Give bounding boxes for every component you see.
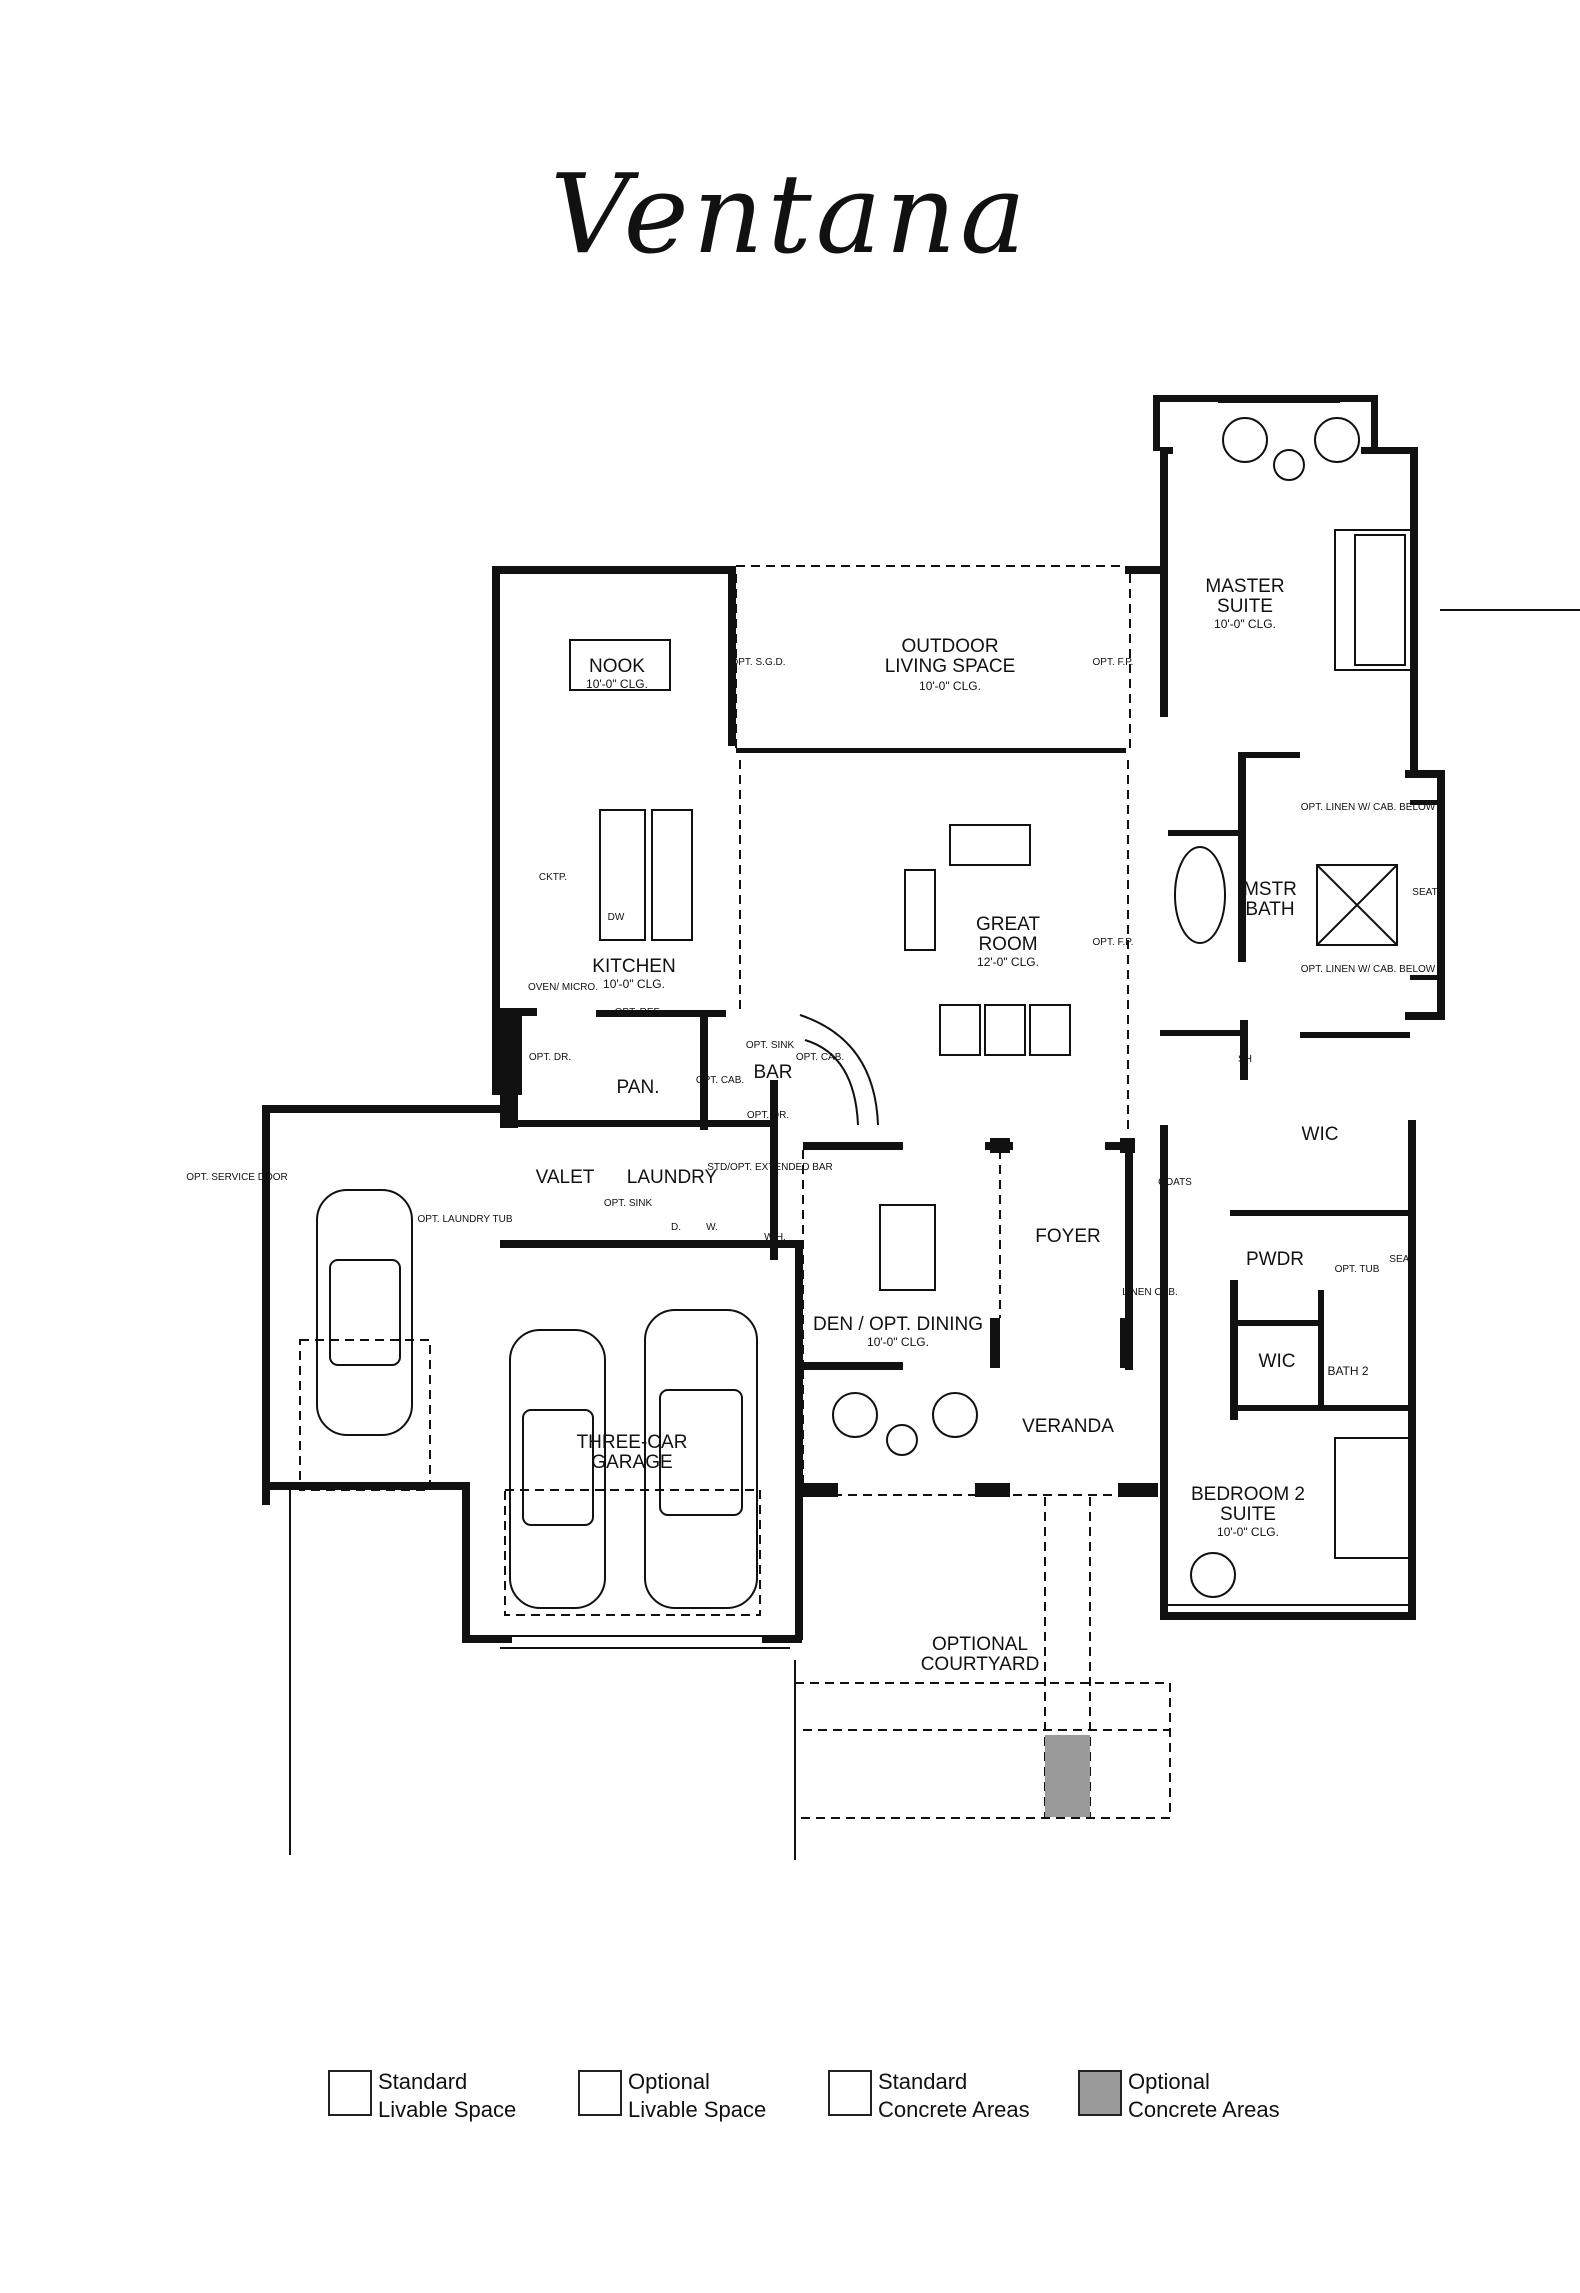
nook-clg: 10'-0" CLG. <box>586 677 648 691</box>
kitchen-clg: 10'-0" CLG. <box>603 977 665 991</box>
note-laundry-tub: OPT. LAUNDRY TUB <box>417 1214 512 1225</box>
legend-line1: Optional <box>628 2069 710 2094</box>
legend-swatch <box>328 2070 372 2116</box>
bedroom2-label-1: BEDROOM 2 <box>1191 1484 1305 1505</box>
legend-item-standard-livable: Standard Livable Space <box>328 2068 516 2124</box>
note-seat-1: SEAT <box>1412 887 1437 898</box>
legend-item-optional-concrete: Optional Concrete Areas <box>1078 2068 1280 2124</box>
room-labels: NOOK 10'-0" CLG. OUTDOOR LIVING SPACE 10… <box>536 576 1369 1675</box>
courtyard-label-1: OPTIONAL <box>932 1634 1028 1655</box>
legend-item-optional-livable: Optional Livable Space <box>578 2068 766 2124</box>
note-cktp: CKTP. <box>539 872 567 883</box>
note-seat-2: SEAT <box>1389 1254 1414 1265</box>
note-opt-sink-2: OPT. SINK <box>604 1198 653 1209</box>
note-service-door: OPT. SERVICE DOOR <box>186 1172 288 1183</box>
legend-line1: Standard <box>878 2069 968 2094</box>
legend-swatch <box>578 2070 622 2116</box>
note-w: W. <box>706 1222 718 1233</box>
kitchen-label: KITCHEN <box>592 956 675 977</box>
note-sh: SH <box>1238 1054 1252 1065</box>
note-opt-dr-1: OPT. DR. <box>529 1052 571 1063</box>
legend-item-standard-concrete: Standard Concrete Areas <box>828 2068 1030 2124</box>
legend-swatch <box>828 2070 872 2116</box>
mstrbath-label-1: MSTR <box>1243 879 1297 900</box>
laundry-label: LAUNDRY <box>627 1167 718 1188</box>
legend-swatch-gray <box>1078 2070 1122 2116</box>
veranda-label: VERANDA <box>1022 1416 1114 1437</box>
note-opt-fp-2: OPT. F.P. <box>1093 937 1134 948</box>
great-label-1: GREAT <box>976 914 1040 935</box>
master-clg: 10'-0" CLG. <box>1214 617 1276 631</box>
bath2-label: BATH 2 <box>1327 1364 1368 1378</box>
pwdr-label: PWDR <box>1246 1249 1304 1270</box>
note-wh: W.H. <box>764 1232 786 1243</box>
note-opt-cab-2: OPT. CAB. <box>796 1052 844 1063</box>
note-opt-sgd: OPT. S.G.D. <box>730 657 785 668</box>
legend-line1: Optional <box>1128 2069 1210 2094</box>
note-coats: COATS <box>1158 1177 1192 1188</box>
note-opt-sink: OPT. SINK <box>746 1040 795 1051</box>
legend-line2: Livable Space <box>628 2097 767 2122</box>
cars <box>299 1189 761 1616</box>
pan-label: PAN. <box>617 1077 660 1098</box>
great-label-2: ROOM <box>978 934 1037 955</box>
legend-line2: Concrete Areas <box>1128 2097 1280 2122</box>
note-opt-ref: OPT. REF. <box>615 1007 662 1018</box>
outdoor-label-2: LIVING SPACE <box>885 656 1016 677</box>
legend-line2: Concrete Areas <box>878 2097 1030 2122</box>
note-std-bar: STD/OPT. EXTENDED BAR <box>707 1162 833 1173</box>
legend-line1: Standard <box>378 2069 468 2094</box>
note-opt-dr-2: OPT. DR. <box>747 1110 789 1121</box>
great-clg: 12'-0" CLG. <box>977 955 1039 969</box>
outdoor-label-1: OUTDOOR <box>901 636 998 657</box>
den-label: DEN / OPT. DINING <box>813 1314 983 1335</box>
courtyard-label-2: COURTYARD <box>921 1654 1040 1675</box>
furniture <box>569 417 1416 1817</box>
note-dw: DW <box>608 912 625 923</box>
garage-label-2: GARAGE <box>591 1452 672 1473</box>
bedroom2-clg: 10'-0" CLG. <box>1217 1525 1279 1539</box>
note-opt-fp-1: OPT. F.P. <box>1093 657 1134 668</box>
plan-notes: OPT. S.G.D. OPT. F.P. OPT. F.P. CKTP. OV… <box>186 657 1437 1298</box>
outdoor-clg: 10'-0" CLG. <box>919 679 981 693</box>
master-label-1: MASTER <box>1205 576 1284 597</box>
legend: Standard Livable Space Optional Livable … <box>328 2068 1328 2138</box>
wic2-label: WIC <box>1259 1351 1296 1372</box>
optional-outlines <box>289 401 1580 1860</box>
note-d: D. <box>671 1222 681 1233</box>
mstrbath-label-2: BATH <box>1245 899 1294 920</box>
nook-label: NOOK <box>589 656 645 677</box>
note-opt-cab: OPT. CAB. <box>696 1075 744 1086</box>
valet-label: VALET <box>536 1167 595 1188</box>
master-label-2: SUITE <box>1217 596 1273 617</box>
garage-label-1: THREE-CAR <box>577 1432 688 1453</box>
bar-label: BAR <box>753 1062 792 1083</box>
den-clg: 10'-0" CLG. <box>867 1335 929 1349</box>
plan-title: Ventana <box>550 150 1030 278</box>
note-linen-cab: LINEN CAB. <box>1122 1287 1178 1298</box>
foyer-label: FOYER <box>1035 1226 1100 1247</box>
note-linen-bot: OPT. LINEN W/ CAB. BELOW <box>1301 964 1436 975</box>
note-linen-top: OPT. LINEN W/ CAB. BELOW <box>1301 802 1436 813</box>
wic-label: WIC <box>1302 1124 1339 1145</box>
legend-line2: Livable Space <box>378 2097 517 2122</box>
note-opt-tub: OPT. TUB <box>1335 1264 1380 1275</box>
bedroom2-label-2: SUITE <box>1220 1504 1276 1525</box>
note-oven: OVEN/ MICRO. <box>528 982 598 993</box>
